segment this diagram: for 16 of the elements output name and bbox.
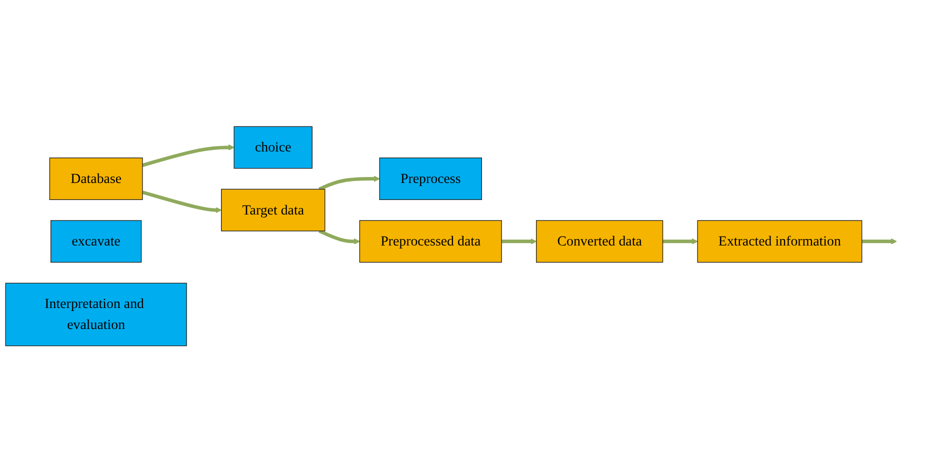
node-box: Converted data	[536, 220, 664, 262]
arrow	[862, 238, 897, 244]
arrow	[662, 238, 698, 244]
node-box: Interpretation and evaluation	[5, 282, 187, 346]
node-box: Database	[49, 157, 143, 200]
arrow	[142, 144, 234, 167]
arrow	[142, 190, 222, 213]
arrow	[318, 229, 360, 244]
arrow	[318, 176, 380, 191]
node-box: Target data	[221, 188, 326, 232]
arrow	[502, 238, 537, 244]
node-box: Preprocess	[379, 157, 482, 200]
node-box: excavate	[50, 220, 142, 262]
node-box: choice	[234, 126, 312, 168]
node-box: Extracted information	[697, 220, 862, 262]
node-box: Preprocessed data	[359, 220, 502, 262]
